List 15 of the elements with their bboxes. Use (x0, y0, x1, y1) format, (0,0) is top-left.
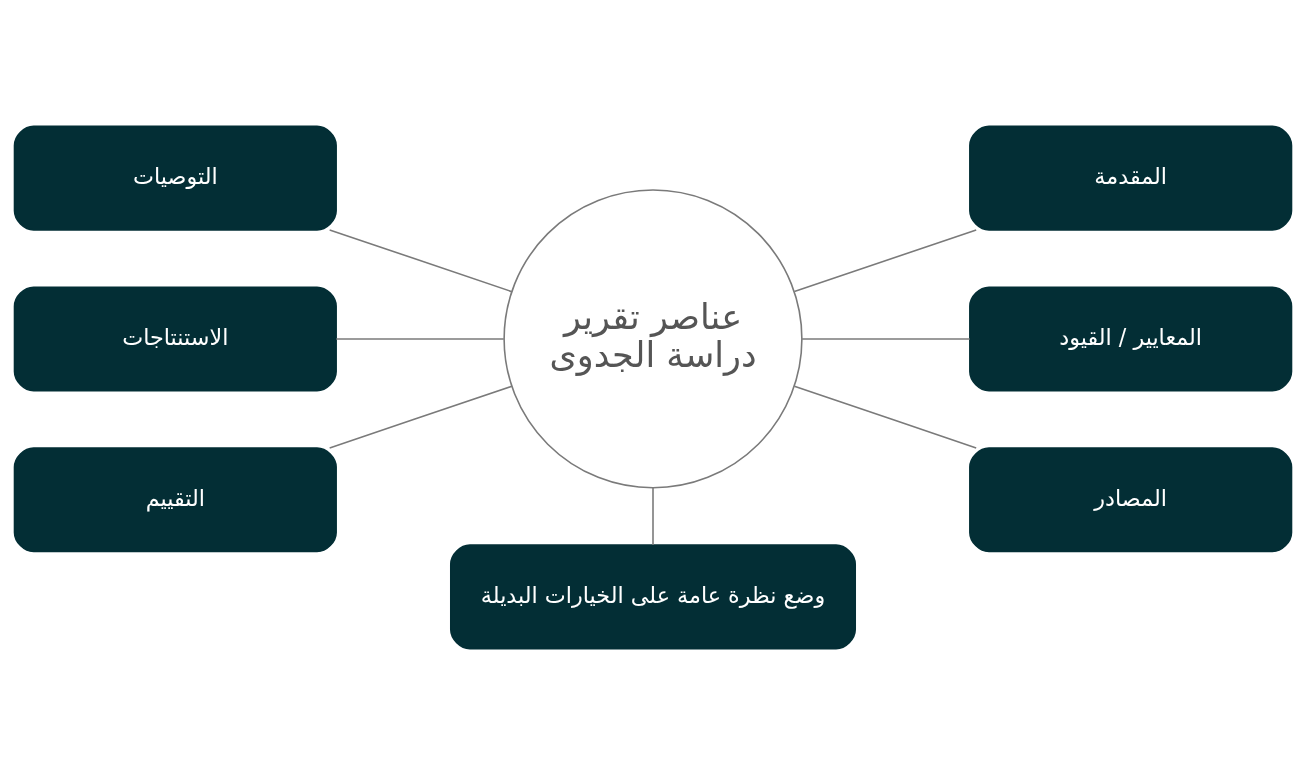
node-circle: عناصر تقرير دراسة الجدوى (503, 188, 803, 489)
connector (335, 337, 505, 340)
node-box: الاستنتاجات (13, 285, 337, 391)
node-box: المقدمة (969, 125, 1293, 231)
node-box: التقييم (13, 446, 337, 552)
connector (793, 385, 977, 449)
node-box: التوصيات (13, 125, 337, 231)
connector (793, 228, 977, 292)
connector (801, 337, 971, 340)
connector (652, 486, 654, 546)
connector (328, 228, 513, 292)
node-box: المعايير / القيود (969, 285, 1293, 391)
connector (328, 384, 513, 449)
node-box: وضع نظرة عامة على الخيارات البديلة (450, 543, 856, 649)
node-box: المصادر (969, 446, 1293, 552)
